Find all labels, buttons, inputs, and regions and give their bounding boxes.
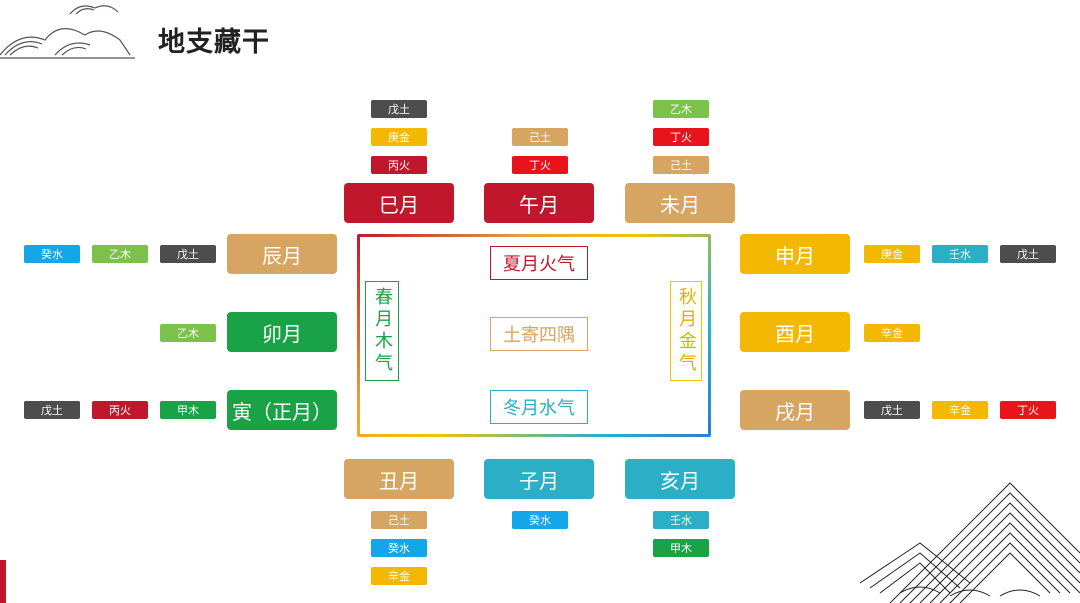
accent-bar xyxy=(0,560,6,603)
stem-si-3: 丙火 xyxy=(371,156,427,174)
stem-yin-3: 甲木 xyxy=(160,401,216,419)
month-mao: 卯月 xyxy=(227,312,337,352)
stem-chen-2: 乙木 xyxy=(92,245,148,263)
stem-you-1: 辛金 xyxy=(864,324,920,342)
summer-qi-label: 夏月火气 xyxy=(490,246,588,280)
stem-mao-1: 乙木 xyxy=(160,324,216,342)
stem-chou-2: 癸水 xyxy=(371,539,427,557)
stem-shen-3: 戊土 xyxy=(1000,245,1056,263)
stem-wei-1: 乙木 xyxy=(653,100,709,118)
earth-qi-label: 土寄四隅 xyxy=(490,317,588,351)
winter-qi-label: 冬月水气 xyxy=(490,390,588,424)
month-you: 酉月 xyxy=(740,312,850,352)
stem-yin-2: 丙火 xyxy=(92,401,148,419)
stem-wu-2: 丁火 xyxy=(512,156,568,174)
stem-xu-1: 戊土 xyxy=(864,401,920,419)
month-hai: 亥月 xyxy=(625,459,735,499)
stem-chou-3: 辛金 xyxy=(371,567,427,585)
spring-qi-label: 春月木气 xyxy=(365,281,399,381)
stem-wei-2: 丁火 xyxy=(653,128,709,146)
stem-yin-1: 戊土 xyxy=(24,401,80,419)
stem-zi-1: 癸水 xyxy=(512,511,568,529)
month-si: 巳月 xyxy=(344,183,454,223)
stem-wei-3: 己土 xyxy=(653,156,709,174)
month-yin: 寅（正月） xyxy=(227,390,337,430)
month-shen: 申月 xyxy=(740,234,850,274)
stem-xu-2: 辛金 xyxy=(932,401,988,419)
month-wei: 未月 xyxy=(625,183,735,223)
month-zi: 子月 xyxy=(484,459,594,499)
month-chen: 辰月 xyxy=(227,234,337,274)
stem-si-2: 庚金 xyxy=(371,128,427,146)
page-title: 地支藏干 xyxy=(158,27,270,58)
stem-chen-3: 戊土 xyxy=(160,245,216,263)
mountain-decoration-icon xyxy=(860,482,1080,603)
month-chou: 丑月 xyxy=(344,459,454,499)
stem-hai-2: 甲木 xyxy=(653,539,709,557)
stem-chou-1: 己土 xyxy=(371,511,427,529)
stem-si-1: 戊土 xyxy=(371,100,427,118)
autumn-qi-label: 秋月金气 xyxy=(670,281,702,381)
stem-hai-1: 壬水 xyxy=(653,511,709,529)
cloud-decoration-icon xyxy=(0,5,135,59)
stem-shen-1: 庚金 xyxy=(864,245,920,263)
stem-wu-1: 己土 xyxy=(512,128,568,146)
month-wu: 午月 xyxy=(484,183,594,223)
stem-xu-3: 丁火 xyxy=(1000,401,1056,419)
stem-shen-2: 壬水 xyxy=(932,245,988,263)
month-xu: 戌月 xyxy=(740,390,850,430)
stem-chen-1: 癸水 xyxy=(24,245,80,263)
